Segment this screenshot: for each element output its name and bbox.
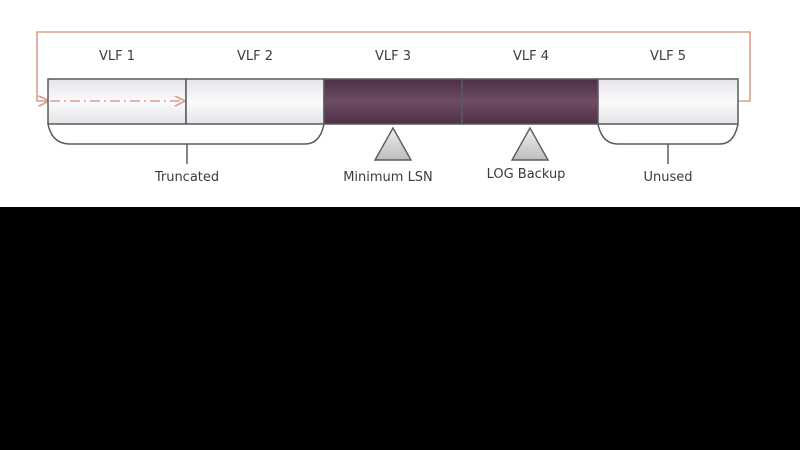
unused-brace bbox=[597, 123, 739, 145]
vlf-4-segment bbox=[461, 78, 599, 125]
vlf-diagram-canvas bbox=[36, 31, 751, 164]
truncated-brace bbox=[47, 123, 325, 145]
log-backup-marker bbox=[510, 126, 550, 161]
vlf-2-segment bbox=[185, 78, 325, 125]
vlf-4-label: VLF 4 bbox=[512, 49, 550, 64]
unused-label: Unused bbox=[643, 170, 693, 185]
vlf-1-label: VLF 1 bbox=[98, 49, 136, 64]
minimum-lsn-marker bbox=[373, 126, 413, 161]
vlf-5-segment bbox=[597, 78, 739, 125]
truncated-label: Truncated bbox=[154, 170, 220, 185]
vlf-2-label: VLF 2 bbox=[236, 49, 274, 64]
vlf-3-label: VLF 3 bbox=[374, 49, 412, 64]
vlf-diagram: VLF 1 VLF 2 VLF 3 VLF 4 VLF 5 Truncated … bbox=[0, 0, 800, 207]
vlf-3-segment bbox=[323, 78, 463, 125]
log-backup-label: LOG Backup bbox=[486, 167, 566, 182]
black-background bbox=[0, 207, 800, 450]
vlf-5-label: VLF 5 bbox=[649, 49, 687, 64]
minimum-lsn-label: Minimum LSN bbox=[343, 170, 433, 185]
